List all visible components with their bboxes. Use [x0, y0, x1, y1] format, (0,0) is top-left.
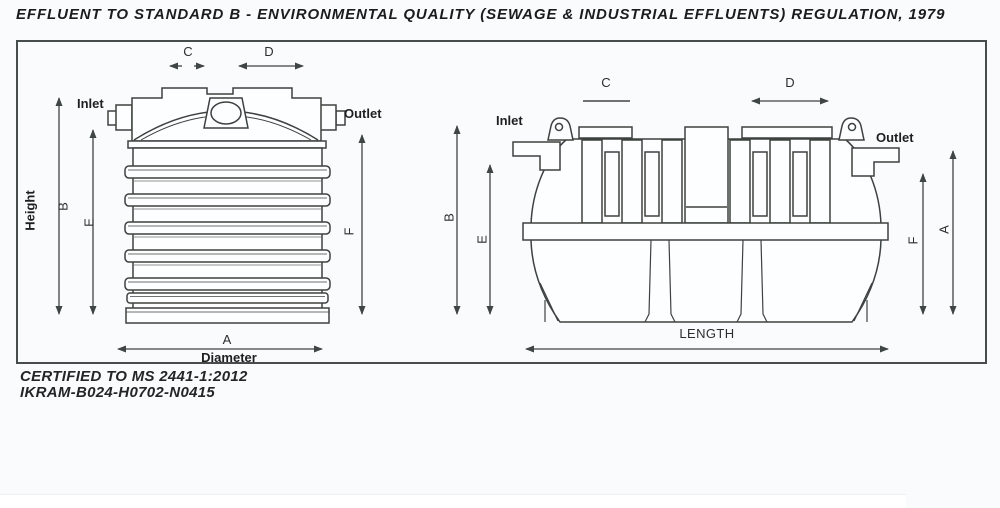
- left-tank-dim-c: C: [183, 44, 193, 59]
- left-tank-base: [125, 307, 330, 324]
- scan-edge: [0, 494, 906, 508]
- right-tank-dim-c: C: [601, 75, 611, 90]
- left-tank-inlet-label: Inlet: [77, 96, 104, 111]
- dimension-arrows: [55, 62, 957, 353]
- right-tank-band: [522, 222, 889, 241]
- right-tank-left-ribs: [581, 139, 683, 224]
- left-tank-ribs: [124, 165, 331, 304]
- left-tank-dim-d: D: [264, 44, 274, 59]
- right-tank-outlet-label: Outlet: [876, 130, 914, 145]
- right-tank-outlet-pipe: [851, 147, 900, 177]
- left-tank-dim-f: F: [341, 227, 357, 236]
- right-tank-right-ribs: [729, 139, 831, 224]
- right-tank-hatch-right: [741, 126, 833, 139]
- right-tank-dim-f: F: [905, 236, 921, 245]
- right-tank-dim-e: E: [474, 235, 490, 244]
- left-tank-drawing: [107, 87, 346, 324]
- left-tank-height-label: Height: [22, 190, 38, 231]
- right-tank-drawing: [512, 117, 900, 323]
- right-tank-inlet-label: Inlet: [496, 113, 523, 128]
- right-tank-dim-d: D: [785, 75, 795, 90]
- right-tank-pedestal-channels: [644, 239, 768, 323]
- left-tank-outlet-label: Outlet: [344, 106, 382, 121]
- left-tank-diameter-label: Diameter: [201, 350, 257, 365]
- page-title: EFFLUENT TO STANDARD B - ENVIRONMENTAL Q…: [16, 6, 946, 23]
- right-tank-dim-b: B: [441, 213, 457, 222]
- left-tank-cap-opening: [210, 101, 242, 125]
- right-tank-hatch-left: [578, 126, 633, 139]
- certification-line-2: IKRAM-B024-H0702-N0415: [20, 384, 216, 401]
- right-tank-riser: [684, 126, 729, 224]
- diagram-border: [16, 40, 987, 364]
- right-tank-dim-a: A: [936, 225, 952, 234]
- right-tank-inlet-pipe: [512, 141, 561, 171]
- certification-text: CERTIFIED TO MS 2441-1:2012 IKRAM-B024-H…: [20, 369, 248, 401]
- left-tank-dim-b: B: [55, 202, 71, 211]
- left-tank-dim-a: A: [222, 332, 232, 347]
- certification-line-1: CERTIFIED TO MS 2441-1:2012: [20, 368, 248, 385]
- left-tank-dim-e: E: [81, 218, 97, 227]
- right-tank-length-label: LENGTH: [679, 326, 735, 341]
